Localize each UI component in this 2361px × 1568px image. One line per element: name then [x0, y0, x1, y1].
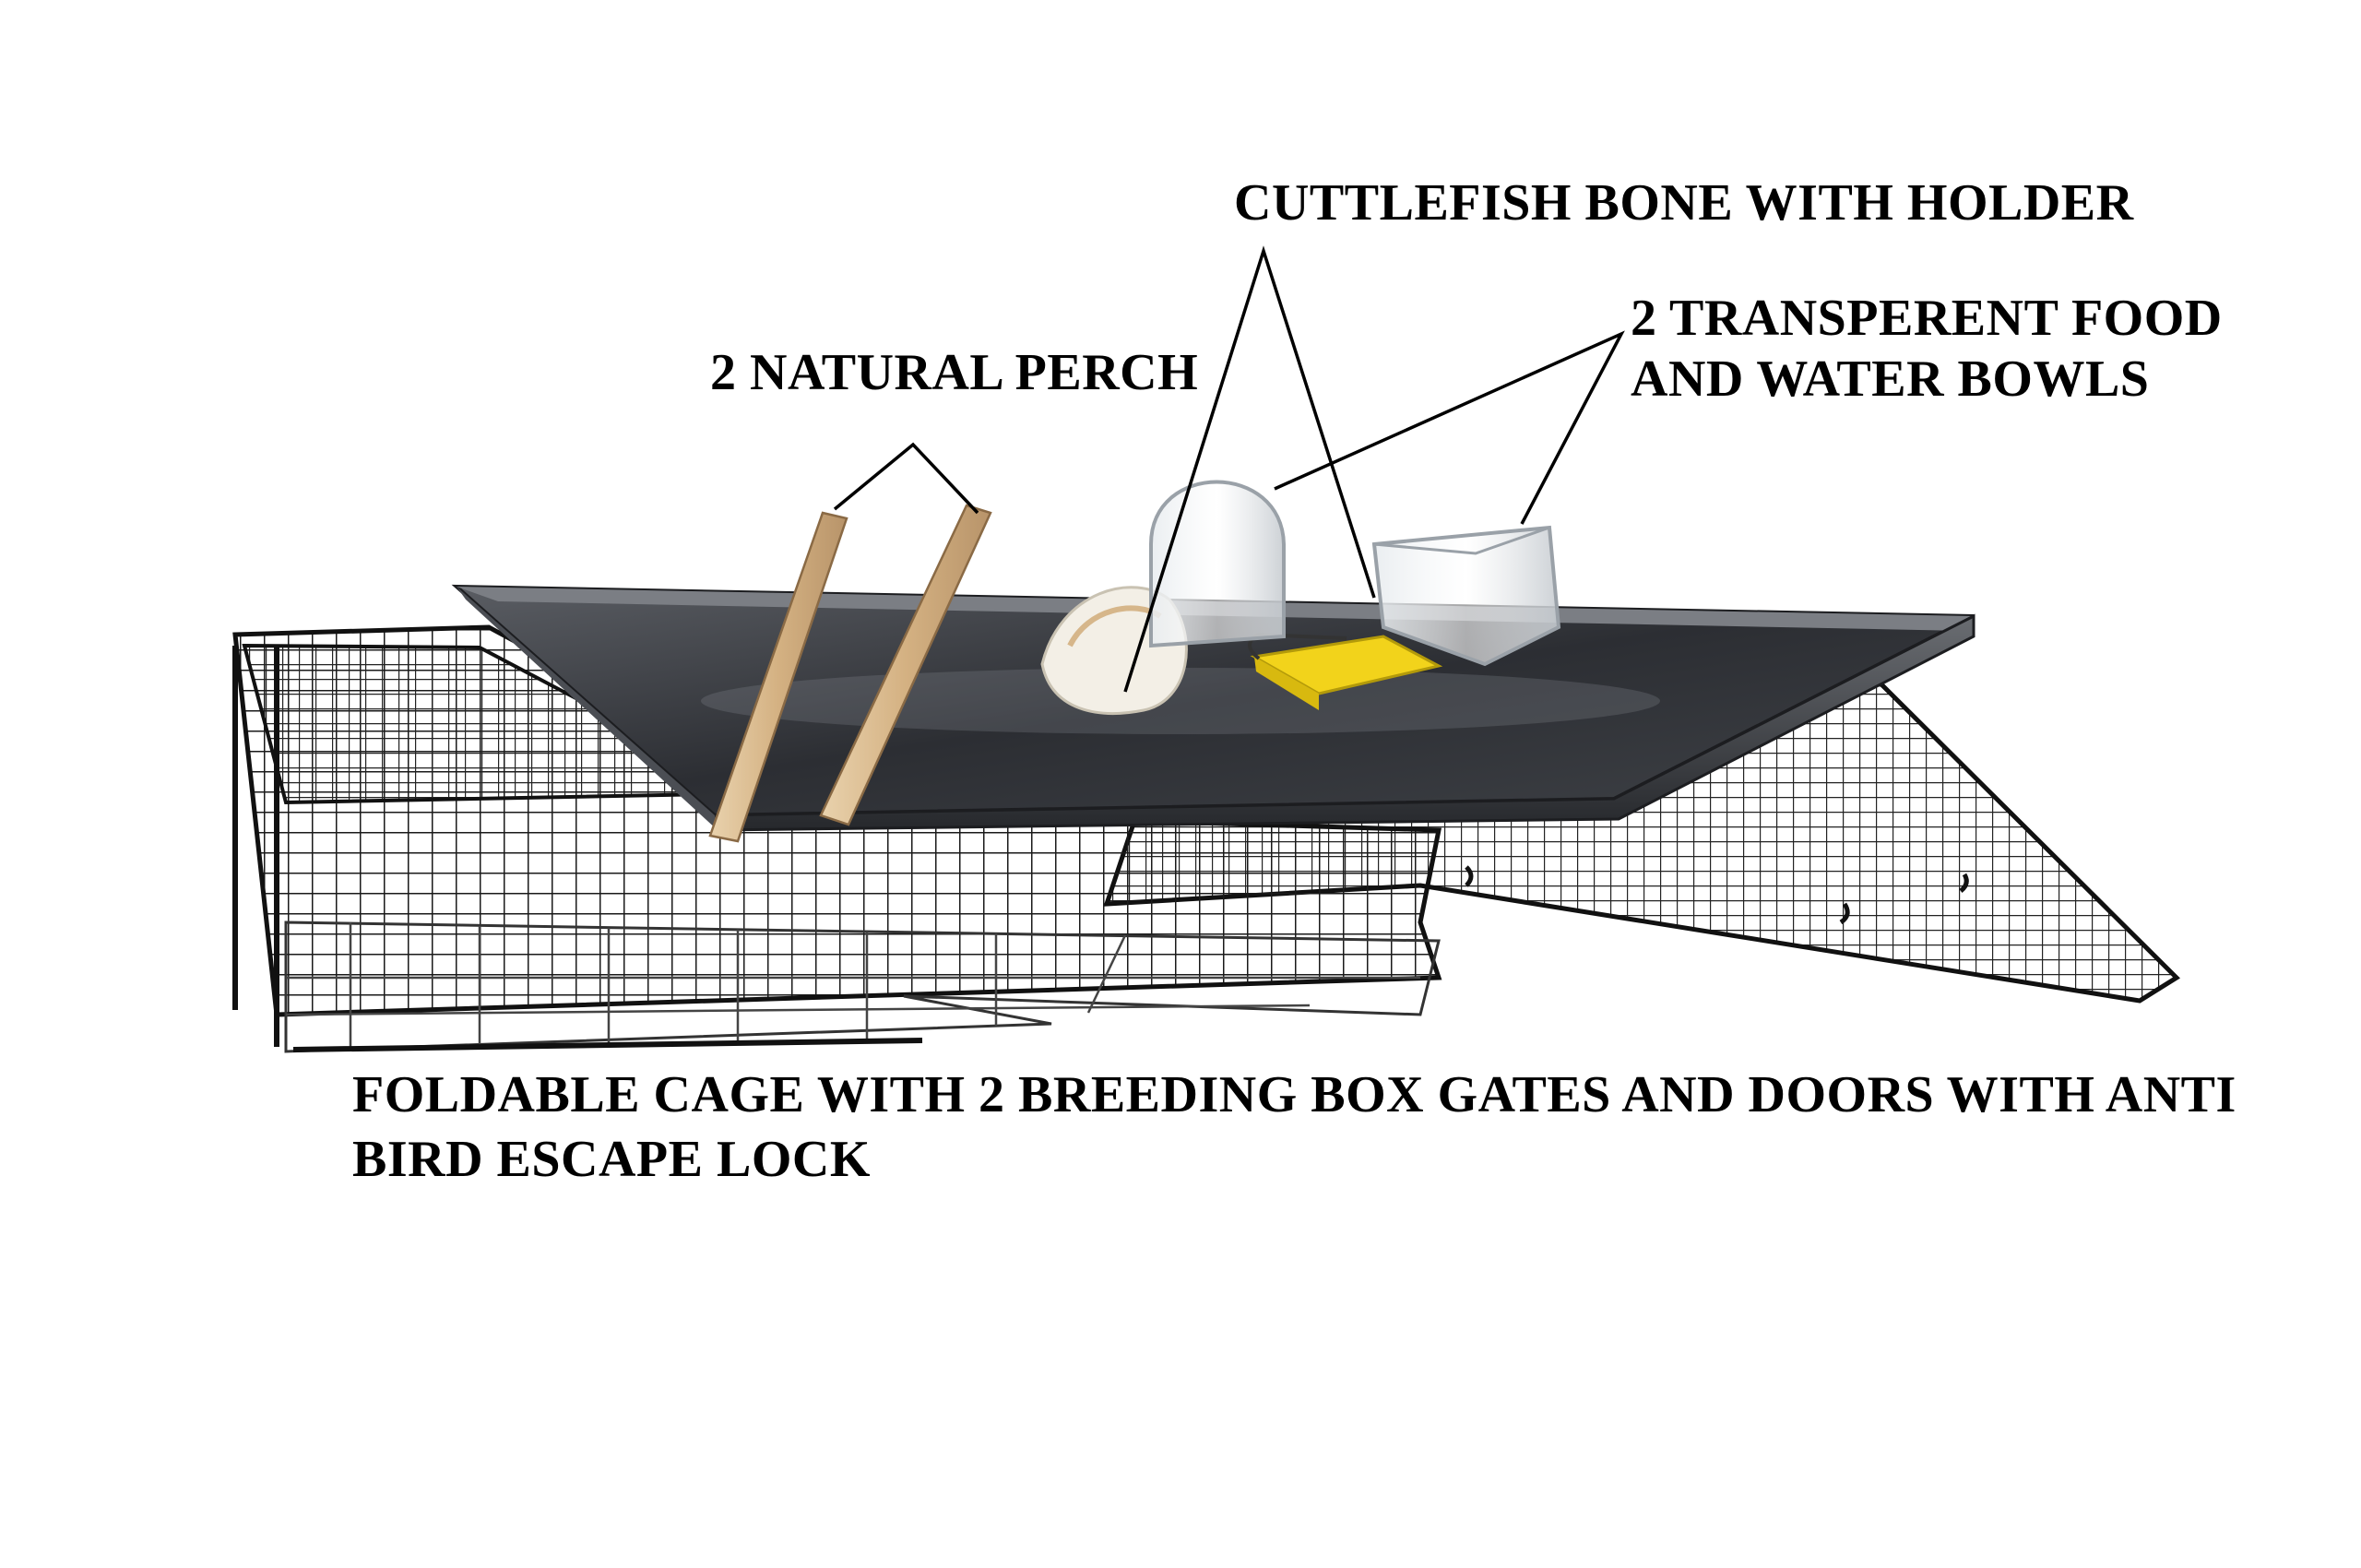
bowl-square-rim — [1373, 526, 1550, 555]
label-foldable-cage: FOLDABLE CAGE WITH 2 BREEDING BOX GATES … — [352, 1063, 2236, 1192]
label-bowls-line1: 2 TRANSPERENT FOOD — [1631, 290, 2223, 347]
bowls-callout-line — [1274, 330, 1625, 525]
perch-2 — [819, 504, 992, 826]
cuttlebone-holder — [1248, 632, 1443, 710]
cage-hinge-hooks — [1465, 865, 1969, 925]
cage-tray — [451, 584, 1975, 832]
cage-frame-rail — [232, 646, 923, 1052]
callout-lines — [833, 245, 1625, 693]
cage-panel-bottom-grid — [285, 922, 1420, 1050]
label-cage-line1: FOLDABLE CAGE WITH 2 BREEDING BOX GATES … — [352, 1066, 2236, 1123]
perch-1 — [708, 511, 848, 843]
transparent-bowls — [1149, 480, 1561, 667]
perch-callout-line — [833, 442, 979, 515]
natural-perches — [708, 504, 992, 843]
cage-panel-bottom — [284, 921, 1441, 1053]
tray-reflection — [701, 668, 1660, 734]
holder-front — [1254, 657, 1319, 710]
label-food-water-bowls: 2 TRANSPERENT FOOD AND WATER BOWLS — [1631, 288, 2223, 410]
label-natural-perch: 2 NATURAL PERCH — [710, 344, 1199, 401]
label-cage-line2: BIRD ESCAPE LOCK — [352, 1131, 871, 1188]
tray-side-left — [457, 587, 718, 830]
label-cuttlefish-bone: CUTTLEFISH BONE WITH HOLDER — [1234, 174, 2134, 232]
label-bowls-line2: AND WATER BOWLS — [1631, 350, 2150, 408]
bowl-tall — [1149, 480, 1286, 648]
cuttle-callout-line — [1123, 245, 1376, 693]
bowl-square — [1371, 525, 1561, 667]
